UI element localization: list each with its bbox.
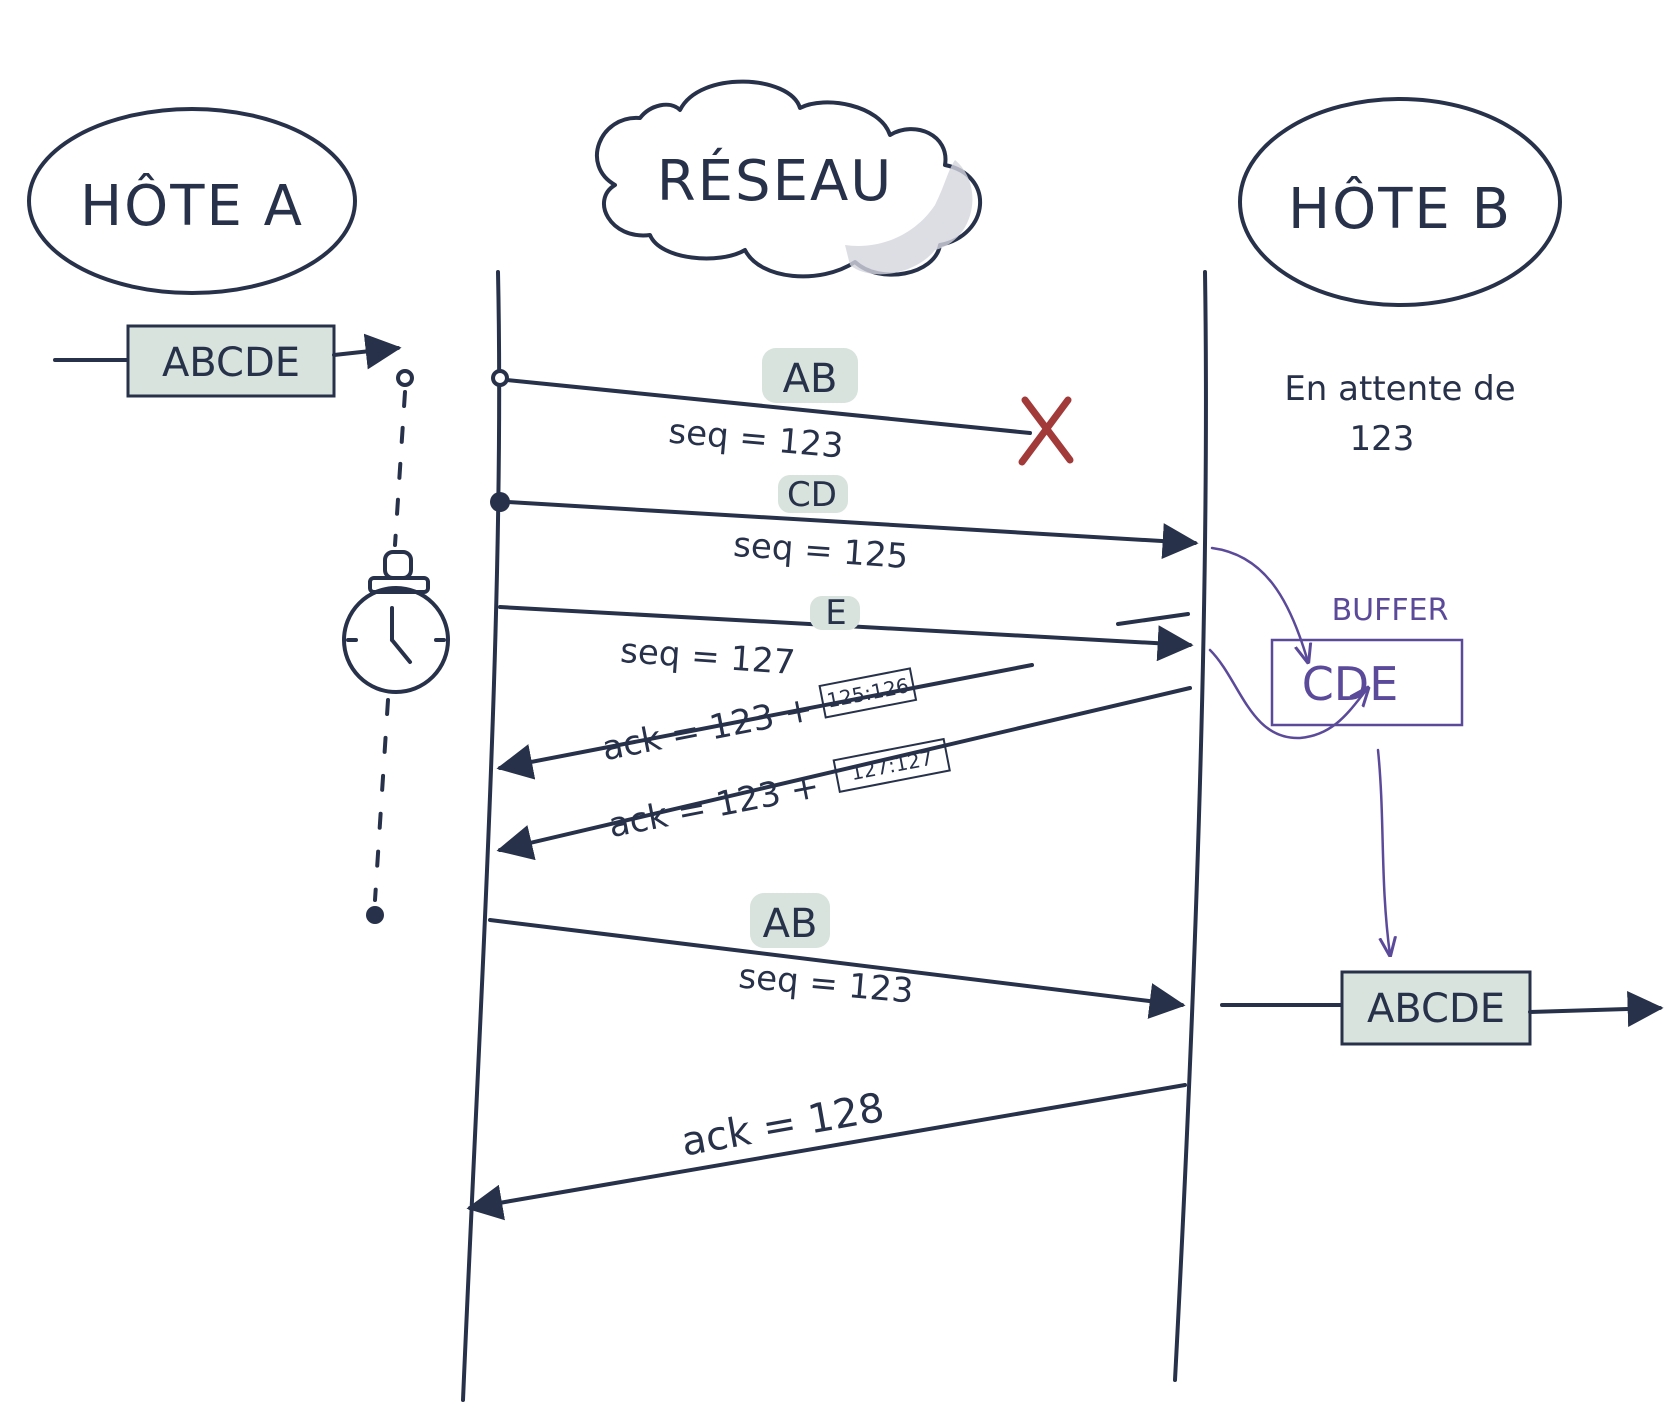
- output-data-text: ABCDE: [1367, 986, 1505, 1032]
- ack-1-text: ack = 123 +: [599, 689, 816, 769]
- segment-e: E seq = 127: [498, 593, 1194, 683]
- segment-cd: CD seq = 125: [490, 475, 1199, 577]
- segment-2-payload: CD: [787, 475, 837, 515]
- buffer-arrow-e: [1208, 648, 1368, 740]
- host-b-label: HÔTE B: [1288, 177, 1512, 242]
- timer-dashed-line-bottom: [373, 698, 390, 902]
- buffer-label: BUFFER: [1332, 593, 1449, 628]
- retransmit-highlight: [750, 893, 830, 948]
- segment-ab-lost: AB seq = 123: [491, 348, 1074, 467]
- timer-dashed-line-top: [393, 390, 407, 547]
- input-arrow: [332, 333, 402, 370]
- segment-1-start-dot: [491, 369, 509, 387]
- input-data-text: ABCDE: [162, 340, 300, 386]
- timer-start-dot: [396, 369, 414, 387]
- final-ack-line: [466, 1083, 1187, 1221]
- ack-2-sack-box: [832, 737, 951, 793]
- waiting-line-1: En attente de: [1284, 369, 1515, 409]
- segment-1-seq: seq = 123: [667, 411, 845, 466]
- host-a-lifeline: [461, 270, 502, 1402]
- segment-2-highlight: [778, 475, 848, 513]
- retransmit-seq: seq = 123: [737, 956, 915, 1011]
- ack-sack-2: ack = 123 + 127:127: [496, 686, 1192, 861]
- network-node: RÉSEAU: [595, 79, 983, 279]
- ack-1-line: [496, 663, 1034, 780]
- input-data: ABCDE: [53, 324, 402, 398]
- host-b-ellipse: [1238, 97, 1562, 307]
- segment-2-start-dot: [490, 492, 510, 512]
- host-a-ellipse: [27, 107, 357, 295]
- loss-x-icon: [1018, 396, 1074, 466]
- network-label: RÉSEAU: [657, 149, 894, 214]
- output-arrow: [1528, 991, 1664, 1027]
- ack-1-sack: 125:126: [825, 673, 911, 712]
- cloud-shading: [845, 160, 973, 275]
- input-data-box: [126, 324, 336, 398]
- waiting-line-2: 123: [1350, 419, 1415, 459]
- receive-buffer: BUFFER CDE: [1208, 546, 1464, 955]
- ack-2-text: ack = 123 +: [605, 766, 822, 846]
- segment-1-line: [505, 378, 1032, 435]
- timer-stopwatch-icon: [342, 550, 450, 694]
- buffer-box: [1270, 638, 1464, 727]
- host-b-node: HÔTE B: [1238, 97, 1562, 307]
- ack-2-sack: 127:127: [849, 746, 935, 785]
- host-a-node: HÔTE A: [27, 107, 357, 295]
- retransmit-payload: AB: [763, 901, 818, 947]
- segment-3-highlight: [810, 596, 860, 630]
- output-data: ABCDE: [1220, 970, 1664, 1046]
- waiting-note: En attente de 123: [1284, 369, 1515, 459]
- segment-1-payload: AB: [783, 356, 838, 402]
- segment-3-payload: E: [825, 593, 846, 633]
- host-b-lifeline: [1173, 270, 1208, 1382]
- ack-2-line: [496, 686, 1192, 861]
- segment-1-highlight: [762, 348, 858, 403]
- host-a-label: HÔTE A: [80, 174, 304, 239]
- segment-2-seq: seq = 125: [732, 525, 910, 577]
- segment-ab-retransmit: AB seq = 123: [488, 893, 1186, 1019]
- buffer-content: CDE: [1302, 657, 1399, 711]
- retransmit-line: [488, 918, 1186, 1019]
- segment-3-tick: [1116, 612, 1190, 626]
- segment-2-line: [506, 500, 1199, 560]
- ack-1-sack-box: [818, 667, 918, 719]
- retransmission-timer: [342, 369, 450, 924]
- timer-end-dot: [366, 906, 384, 924]
- final-ack: ack = 128: [466, 1083, 1187, 1221]
- segment-3-seq: seq = 127: [619, 631, 797, 683]
- buffer-flush-arrow: [1376, 748, 1390, 955]
- output-data-box: [1340, 970, 1532, 1046]
- buffer-arrow-cd: [1210, 546, 1308, 662]
